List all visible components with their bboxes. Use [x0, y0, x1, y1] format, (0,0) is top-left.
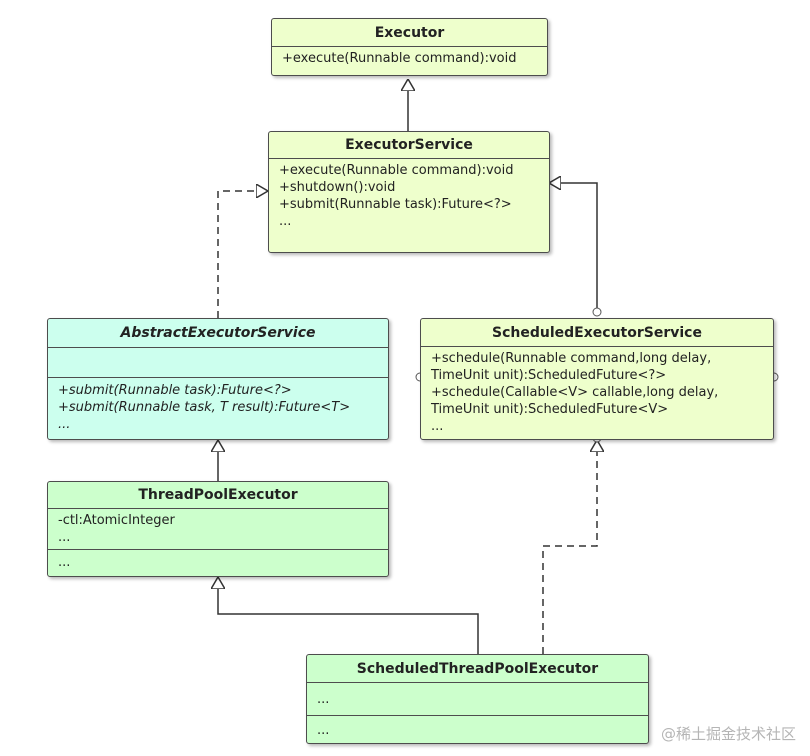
methods-section: +submit(Runnable task):Future<?> +submit… [48, 378, 388, 437]
member-line: +execute(Runnable command):void [279, 163, 514, 178]
method-line: +submit(Runnable task):Future<?> [58, 383, 292, 398]
member-line: ... [279, 214, 292, 229]
watermark: @稀土掘金技术社区 [660, 725, 796, 743]
edge-scheduledthreadpool-threadpool [218, 577, 479, 654]
edge-scheduled-executorservice [549, 183, 598, 312]
class-executorservice[interactable]: ExecutorService +execute(Runnable comman… [268, 131, 550, 253]
member-line: +shutdown():void [279, 180, 396, 195]
port-circle [592, 307, 602, 317]
class-name-text: ScheduledThreadPoolExecutor [356, 660, 599, 677]
attribute-line: -ctl:AtomicInteger [58, 513, 175, 528]
class-name: Executor [272, 19, 547, 47]
class-threadpoolexecutor[interactable]: ThreadPoolExecutor -ctl:AtomicInteger ..… [47, 481, 389, 577]
members-section: +execute(Runnable command):void [272, 47, 547, 70]
methods-section: ... [48, 550, 388, 575]
class-name-text: ExecutorService [345, 137, 473, 153]
class-name-text: ScheduledExecutorService [492, 324, 702, 341]
class-executor[interactable]: Executor +execute(Runnable command):void [271, 18, 548, 76]
attributes-section [48, 348, 388, 378]
class-name: ScheduledThreadPoolExecutor [307, 655, 648, 683]
method-line: ... [317, 723, 330, 738]
class-name-text: AbstractExecutorService [120, 325, 316, 341]
class-name-text: Executor [374, 24, 445, 41]
member-line: +schedule(Callable<V> callable,long dela… [431, 385, 719, 400]
members-section: +execute(Runnable command):void +shutdow… [269, 159, 549, 233]
class-abstractexecutorservice[interactable]: AbstractExecutorService +submit(Runnable… [47, 318, 389, 440]
class-name: ScheduledExecutorService [421, 319, 773, 347]
attributes-section: ... [307, 683, 648, 716]
edge-scheduledthreadpool-scheduledservice [542, 440, 597, 654]
member-line: TimeUnit unit):ScheduledFuture<?> [431, 368, 667, 383]
attribute-line: ... [317, 692, 330, 707]
members-section: +schedule(Runnable command,long delay, T… [421, 347, 773, 438]
member-line: +submit(Runnable task):Future<?> [279, 197, 512, 212]
class-name: AbstractExecutorService [48, 319, 388, 348]
member-line: +schedule(Runnable command,long delay, [431, 351, 712, 366]
class-name: ExecutorService [269, 132, 549, 159]
method-line: +submit(Runnable task, T result):Future<… [58, 400, 351, 415]
class-name-text: ThreadPoolExecutor [138, 487, 298, 503]
member-line: ... [431, 419, 444, 434]
method-line: ... [58, 417, 71, 432]
attributes-section: -ctl:AtomicInteger ... [48, 509, 388, 550]
method-line: ... [58, 555, 71, 570]
class-scheduledexecutorservice[interactable]: ScheduledExecutorService +schedule(Runna… [420, 318, 774, 440]
attribute-line: ... [58, 530, 71, 545]
class-name: ThreadPoolExecutor [48, 482, 388, 509]
member-line: TimeUnit unit):ScheduledFuture<V> [431, 402, 669, 417]
edge-abstract-executorservice [217, 191, 268, 318]
class-scheduledthreadpoolexecutor[interactable]: ScheduledThreadPoolExecutor ... ... [306, 654, 649, 744]
methods-section: ... [307, 716, 648, 745]
member-line: +execute(Runnable command):void [282, 51, 517, 66]
